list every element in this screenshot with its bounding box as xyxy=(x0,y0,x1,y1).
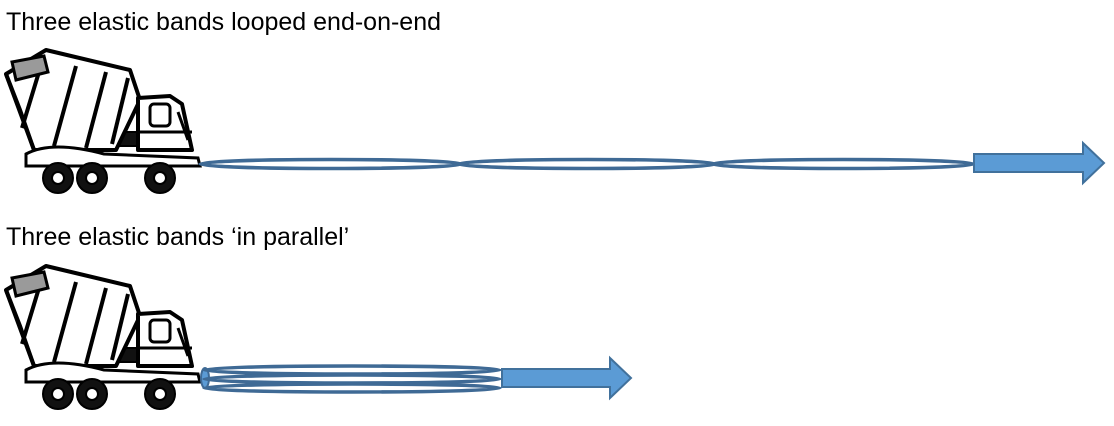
elastic-band-1 xyxy=(198,157,464,171)
elastic-band-3 xyxy=(202,382,502,394)
parallel-arrangement xyxy=(4,264,633,411)
caption-parallel-bands: Three elastic bands ‘in parallel’ xyxy=(6,223,350,251)
elastic-band-2 xyxy=(456,157,718,171)
caption-series-bands: Three elastic bands looped end-on-end xyxy=(6,8,442,36)
elastic-band-2 xyxy=(202,373,502,385)
elastic-band-3 xyxy=(710,157,976,171)
right-arrow-icon xyxy=(973,140,1106,186)
series-arrangement xyxy=(4,48,1106,195)
elastic-band-1 xyxy=(202,364,502,376)
cement-mixer-truck-icon xyxy=(4,48,202,195)
right-arrow-icon xyxy=(501,355,633,401)
cement-mixer-truck-icon xyxy=(4,264,202,411)
